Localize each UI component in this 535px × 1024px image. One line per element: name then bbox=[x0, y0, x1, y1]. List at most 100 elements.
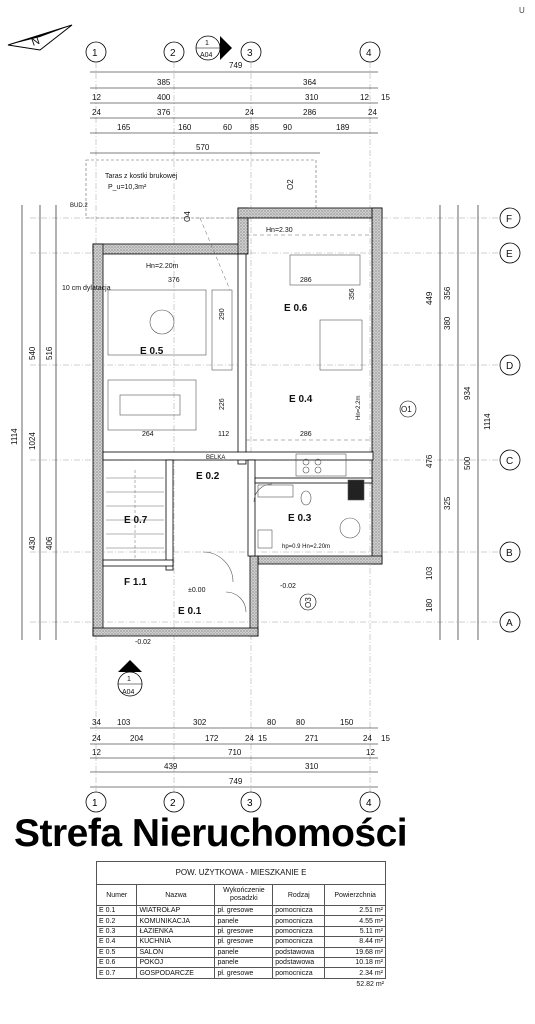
cell-number: E 0.7 bbox=[95, 967, 138, 979]
dim-int-286b: 286 bbox=[300, 431, 312, 438]
area-total: 52.82 m² bbox=[356, 980, 384, 988]
overhead-lines bbox=[199, 217, 372, 441]
section-number-top: 1 bbox=[205, 40, 209, 47]
dim-top-r4-a: 165 bbox=[117, 123, 131, 132]
section-marker-top bbox=[195, 35, 232, 61]
dim-top-r4-f: 189 bbox=[336, 123, 350, 132]
cell-area: 5.11 m² bbox=[324, 925, 386, 938]
cell-area: 2.51 m² bbox=[324, 904, 386, 917]
bottom-axis-4: 4 bbox=[366, 798, 372, 809]
top-dimension-lines bbox=[90, 71, 378, 154]
cell-number: E 0.6 bbox=[95, 956, 138, 969]
dim-top-r2-e: 15 bbox=[381, 93, 390, 102]
area-table: POW. UŻYTKOWA - MIESZKANIE E Numer Nazwa… bbox=[95, 861, 386, 988]
table-row: E 0.3 ŁAZIENKA pł. gresowe pomocnicza 5.… bbox=[95, 925, 386, 938]
cell-area: 8.44 m² bbox=[324, 936, 386, 948]
dim-top-r4-c: 60 bbox=[223, 123, 232, 132]
dim-top-r4-d: 85 bbox=[250, 123, 259, 132]
dim-bot-r3-c: 12 bbox=[366, 748, 375, 757]
terrace-outline bbox=[85, 159, 317, 219]
cell-finish: pł. gresowe bbox=[214, 925, 274, 938]
dim-right-380: 380 bbox=[443, 316, 452, 330]
dim-left-1114: 1114 bbox=[10, 428, 19, 445]
right-axis-B: B bbox=[506, 548, 513, 559]
dim-top-r4-e: 90 bbox=[283, 123, 292, 132]
dim-bot-r2-a: 24 bbox=[92, 734, 101, 743]
cell-number: E 0.2 bbox=[95, 915, 138, 927]
living-furniture bbox=[107, 289, 233, 431]
room-e01: E 0.1 bbox=[178, 606, 202, 617]
dim-int-286a: 286 bbox=[300, 277, 312, 284]
cell-area: 4.55 m² bbox=[324, 915, 386, 927]
dim-top-r3-b: 376 bbox=[157, 108, 171, 117]
dilatation-label: 10 cm dylatacja bbox=[62, 285, 111, 292]
dim-bot-r1-c: 302 bbox=[193, 718, 207, 727]
cell-area: 10.18 m² bbox=[324, 956, 386, 969]
right-axis-D: D bbox=[506, 361, 513, 372]
area-table-caption: POW. UŻYTKOWA - MIESZKANIE E bbox=[96, 861, 386, 884]
belka-label-1: BELKA bbox=[206, 455, 225, 461]
col-header-type: Rodzaj bbox=[272, 884, 326, 906]
dim-left-540: 540 bbox=[28, 346, 37, 360]
exterior-walls bbox=[92, 207, 383, 637]
bud-label: BUD.2 bbox=[70, 203, 88, 209]
cell-type: pomocnicza bbox=[272, 915, 326, 927]
dim-left-1024: 1024 bbox=[28, 432, 37, 450]
dim-bot-r2-d: 24 bbox=[245, 734, 254, 743]
cell-number: E 0.5 bbox=[95, 946, 138, 958]
dim-bot-r3-b: 710 bbox=[228, 748, 242, 757]
cell-name: GOSPODARCZE bbox=[136, 967, 216, 979]
hn-label-1: Hn=2.20m bbox=[146, 263, 179, 270]
col-header-area: Powierzchnia bbox=[324, 884, 386, 906]
north-arrow-icon bbox=[7, 24, 73, 51]
dim-int-356: 356 bbox=[349, 288, 356, 300]
dim-top-r3-c: 24 bbox=[245, 108, 254, 117]
dim-int-264: 264 bbox=[142, 431, 154, 438]
section-number-bottom: 1 bbox=[127, 676, 131, 683]
dim-bot-r1-b: 103 bbox=[117, 718, 131, 727]
o3-marker bbox=[299, 593, 317, 611]
kitchen-furniture bbox=[295, 453, 365, 501]
o2-label: O2 bbox=[286, 179, 295, 190]
top-axis-1: 1 bbox=[92, 48, 98, 59]
cell-name: SALON bbox=[136, 946, 216, 958]
o3-label: O3 bbox=[304, 597, 313, 608]
brand-watermark: Strefa Nieruchomości bbox=[14, 812, 408, 855]
room-e06: E 0.6 bbox=[284, 303, 308, 314]
o1-label: O1 bbox=[401, 405, 412, 414]
dim-int-112: 112 bbox=[218, 431, 229, 438]
level-000: ±0.00 bbox=[188, 587, 206, 594]
interior-walls bbox=[102, 253, 374, 571]
room-e03: E 0.3 bbox=[288, 513, 312, 524]
section-sheet-bottom: A04 bbox=[122, 689, 135, 696]
table-row: E 0.5 SALON panele podstawowa 19.68 m² bbox=[95, 946, 386, 958]
north-label: N bbox=[30, 35, 42, 49]
col-header-name: Nazwa bbox=[136, 884, 216, 906]
cell-finish: panele bbox=[214, 915, 274, 927]
table-row: E 0.2 KOMUNIKACJA panele pomocnicza 4.55… bbox=[95, 915, 386, 927]
dim-top-r3-e: 24 bbox=[368, 108, 377, 117]
dim-top-r3-a: 24 bbox=[92, 108, 101, 117]
cell-name: ŁAZIENKA bbox=[136, 925, 216, 938]
section-sheet-top: A04 bbox=[200, 52, 213, 59]
cell-name: KOMUNIKACJA bbox=[136, 915, 216, 927]
cell-area: 19.68 m² bbox=[324, 946, 386, 958]
room-f11: F 1.1 bbox=[124, 577, 147, 588]
dim-bot-r1-f: 150 bbox=[340, 718, 354, 727]
dim-right-1114: 1114 bbox=[483, 413, 492, 430]
dim-right-356: 356 bbox=[443, 286, 452, 300]
dim-bot-overall: 749 bbox=[229, 777, 243, 786]
dim-top-r2-d: 12 bbox=[360, 93, 369, 102]
dim-bot-r3-a: 12 bbox=[92, 748, 101, 757]
bottom-dimension-lines bbox=[90, 727, 378, 788]
level-002-a: -0.02 bbox=[280, 583, 296, 590]
dim-top-r1-a: 385 bbox=[157, 78, 171, 87]
cell-area: 2.34 m² bbox=[324, 967, 386, 979]
cell-name: WIATROŁAP bbox=[136, 904, 216, 917]
cell-type: podstawowa bbox=[272, 956, 326, 969]
cell-type: pomocnicza bbox=[272, 904, 326, 917]
bottom-axis-3: 3 bbox=[247, 798, 253, 809]
bottom-axis-row: 1 2 3 4 bbox=[85, 791, 381, 813]
right-axis-C: C bbox=[506, 456, 513, 467]
dim-right-103: 103 bbox=[425, 566, 434, 580]
